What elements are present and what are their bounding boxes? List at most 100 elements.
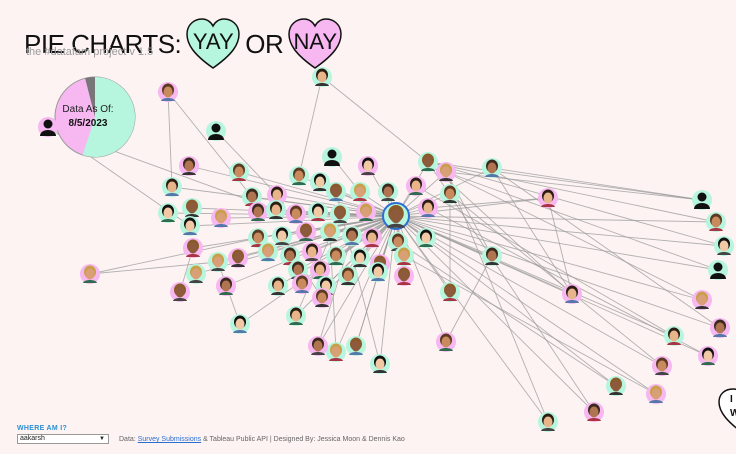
network-node[interactable] xyxy=(312,67,332,87)
network-node[interactable] xyxy=(418,198,438,218)
network-node[interactable] xyxy=(179,156,199,176)
footer-designers: Designed By: Jessica Moon & Dennis Kao xyxy=(273,436,405,443)
network-node[interactable] xyxy=(326,182,346,202)
network-node[interactable] xyxy=(158,203,178,223)
network-edge xyxy=(395,215,595,413)
network-node[interactable] xyxy=(370,354,390,374)
network-node-silhouette[interactable] xyxy=(708,260,728,280)
network-node[interactable] xyxy=(418,152,438,172)
network-node[interactable] xyxy=(342,226,362,246)
network-node[interactable] xyxy=(538,188,558,208)
network-node[interactable] xyxy=(406,176,426,196)
network-node[interactable] xyxy=(266,200,286,220)
network-node[interactable] xyxy=(714,236,734,256)
network-node[interactable] xyxy=(646,384,666,404)
network-node[interactable] xyxy=(692,290,712,310)
network-node[interactable] xyxy=(562,284,582,304)
network-node[interactable] xyxy=(350,248,370,268)
network-edge xyxy=(395,215,451,293)
network-node[interactable] xyxy=(440,184,460,204)
network-edge xyxy=(395,215,717,223)
network-edge xyxy=(491,167,703,201)
network-node[interactable] xyxy=(482,158,502,178)
network-node[interactable] xyxy=(216,276,236,296)
network-node[interactable] xyxy=(80,264,100,284)
network-node[interactable] xyxy=(584,402,604,422)
edge-heart-button[interactable]: I W xyxy=(714,388,736,436)
network-node[interactable] xyxy=(310,172,330,192)
network-node[interactable] xyxy=(356,202,376,222)
network-node-silhouette[interactable] xyxy=(322,147,342,167)
network-node[interactable] xyxy=(292,274,312,294)
network-node[interactable] xyxy=(258,242,278,262)
network-node[interactable] xyxy=(440,282,460,302)
network-node[interactable] xyxy=(308,202,328,222)
network-node-selected[interactable] xyxy=(382,202,410,230)
network-node[interactable] xyxy=(211,208,231,228)
network-edge xyxy=(395,215,663,367)
network-node[interactable] xyxy=(248,228,268,248)
network-node[interactable] xyxy=(378,182,398,202)
network-node-silhouette[interactable] xyxy=(206,121,226,141)
network-node[interactable] xyxy=(268,276,288,296)
network-edge xyxy=(415,185,675,337)
network-node[interactable] xyxy=(368,262,388,282)
network-node[interactable] xyxy=(350,182,370,202)
network-node[interactable] xyxy=(416,228,436,248)
network-node[interactable] xyxy=(436,332,456,352)
network-node[interactable] xyxy=(436,162,456,182)
chevron-down-icon[interactable]: ▼ xyxy=(99,436,105,442)
network-node[interactable] xyxy=(606,376,626,396)
network-node[interactable] xyxy=(182,198,202,218)
network-node[interactable] xyxy=(242,187,262,207)
network-node[interactable] xyxy=(158,82,178,102)
network-edge xyxy=(395,215,725,247)
network-node[interactable] xyxy=(286,204,306,224)
network-node[interactable] xyxy=(308,336,328,356)
network-node[interactable] xyxy=(186,264,206,284)
network-node[interactable] xyxy=(538,412,558,432)
network-node[interactable] xyxy=(346,336,366,356)
network-node[interactable] xyxy=(272,226,292,246)
network-node[interactable] xyxy=(248,202,268,222)
network-edge xyxy=(403,255,657,395)
network-node[interactable] xyxy=(326,342,346,362)
network-node[interactable] xyxy=(664,326,684,346)
network-node[interactable] xyxy=(162,177,182,197)
network-node[interactable] xyxy=(394,266,414,286)
where-am-i-dropdown[interactable]: aakarsh ▼ xyxy=(17,434,109,444)
network-node[interactable] xyxy=(326,246,346,266)
network-node[interactable] xyxy=(229,162,249,182)
network-node[interactable] xyxy=(652,356,672,376)
network-node-silhouette[interactable] xyxy=(38,117,58,137)
network-node[interactable] xyxy=(482,246,502,266)
network-node[interactable] xyxy=(230,314,250,334)
network-edge xyxy=(395,215,549,423)
network-node[interactable] xyxy=(267,185,287,205)
network-node[interactable] xyxy=(338,266,358,286)
network-node-silhouette[interactable] xyxy=(692,190,712,210)
network-node[interactable] xyxy=(183,238,203,258)
network-node[interactable] xyxy=(289,166,309,186)
survey-submissions-link[interactable]: Survey Submissions xyxy=(137,436,202,443)
network-node[interactable] xyxy=(706,212,726,232)
network-node[interactable] xyxy=(296,222,316,242)
network-node[interactable] xyxy=(698,346,718,366)
network-node[interactable] xyxy=(320,222,340,242)
network-node[interactable] xyxy=(710,318,730,338)
network-node[interactable] xyxy=(170,282,190,302)
network-node[interactable] xyxy=(228,248,248,268)
network-node[interactable] xyxy=(312,288,332,308)
network-nodes[interactable] xyxy=(38,67,734,432)
network-edge xyxy=(547,197,573,295)
network-node[interactable] xyxy=(358,156,378,176)
network-node[interactable] xyxy=(394,246,414,266)
network-node[interactable] xyxy=(362,228,382,248)
network-node[interactable] xyxy=(180,216,200,236)
network-node[interactable] xyxy=(310,260,330,280)
network-node[interactable] xyxy=(302,242,322,262)
network-node[interactable] xyxy=(286,306,306,326)
network-node[interactable] xyxy=(208,252,228,272)
network-node[interactable] xyxy=(330,204,350,224)
